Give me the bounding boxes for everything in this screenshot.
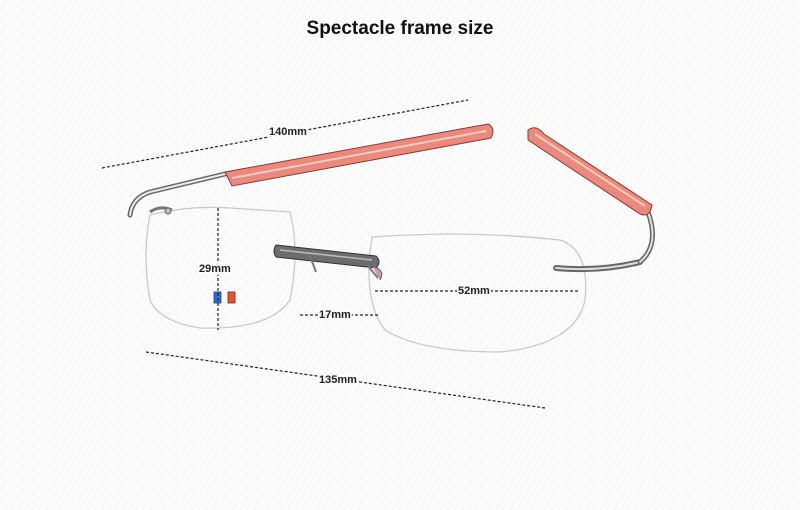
temple-length-label: 140mm: [268, 126, 308, 138]
frame-width-label: 135mm: [318, 374, 358, 386]
bridge-width-label: 17mm: [318, 309, 352, 321]
page-title: Spectacle frame size: [306, 18, 494, 39]
lens-height-label: 29mm: [198, 263, 232, 275]
bridge-bar: [273, 244, 380, 269]
left-lens: [145, 206, 296, 329]
right-lens: [368, 233, 587, 353]
left-temple-metal-inner: [129, 173, 226, 216]
lens-width-label: 52mm: [457, 285, 491, 297]
